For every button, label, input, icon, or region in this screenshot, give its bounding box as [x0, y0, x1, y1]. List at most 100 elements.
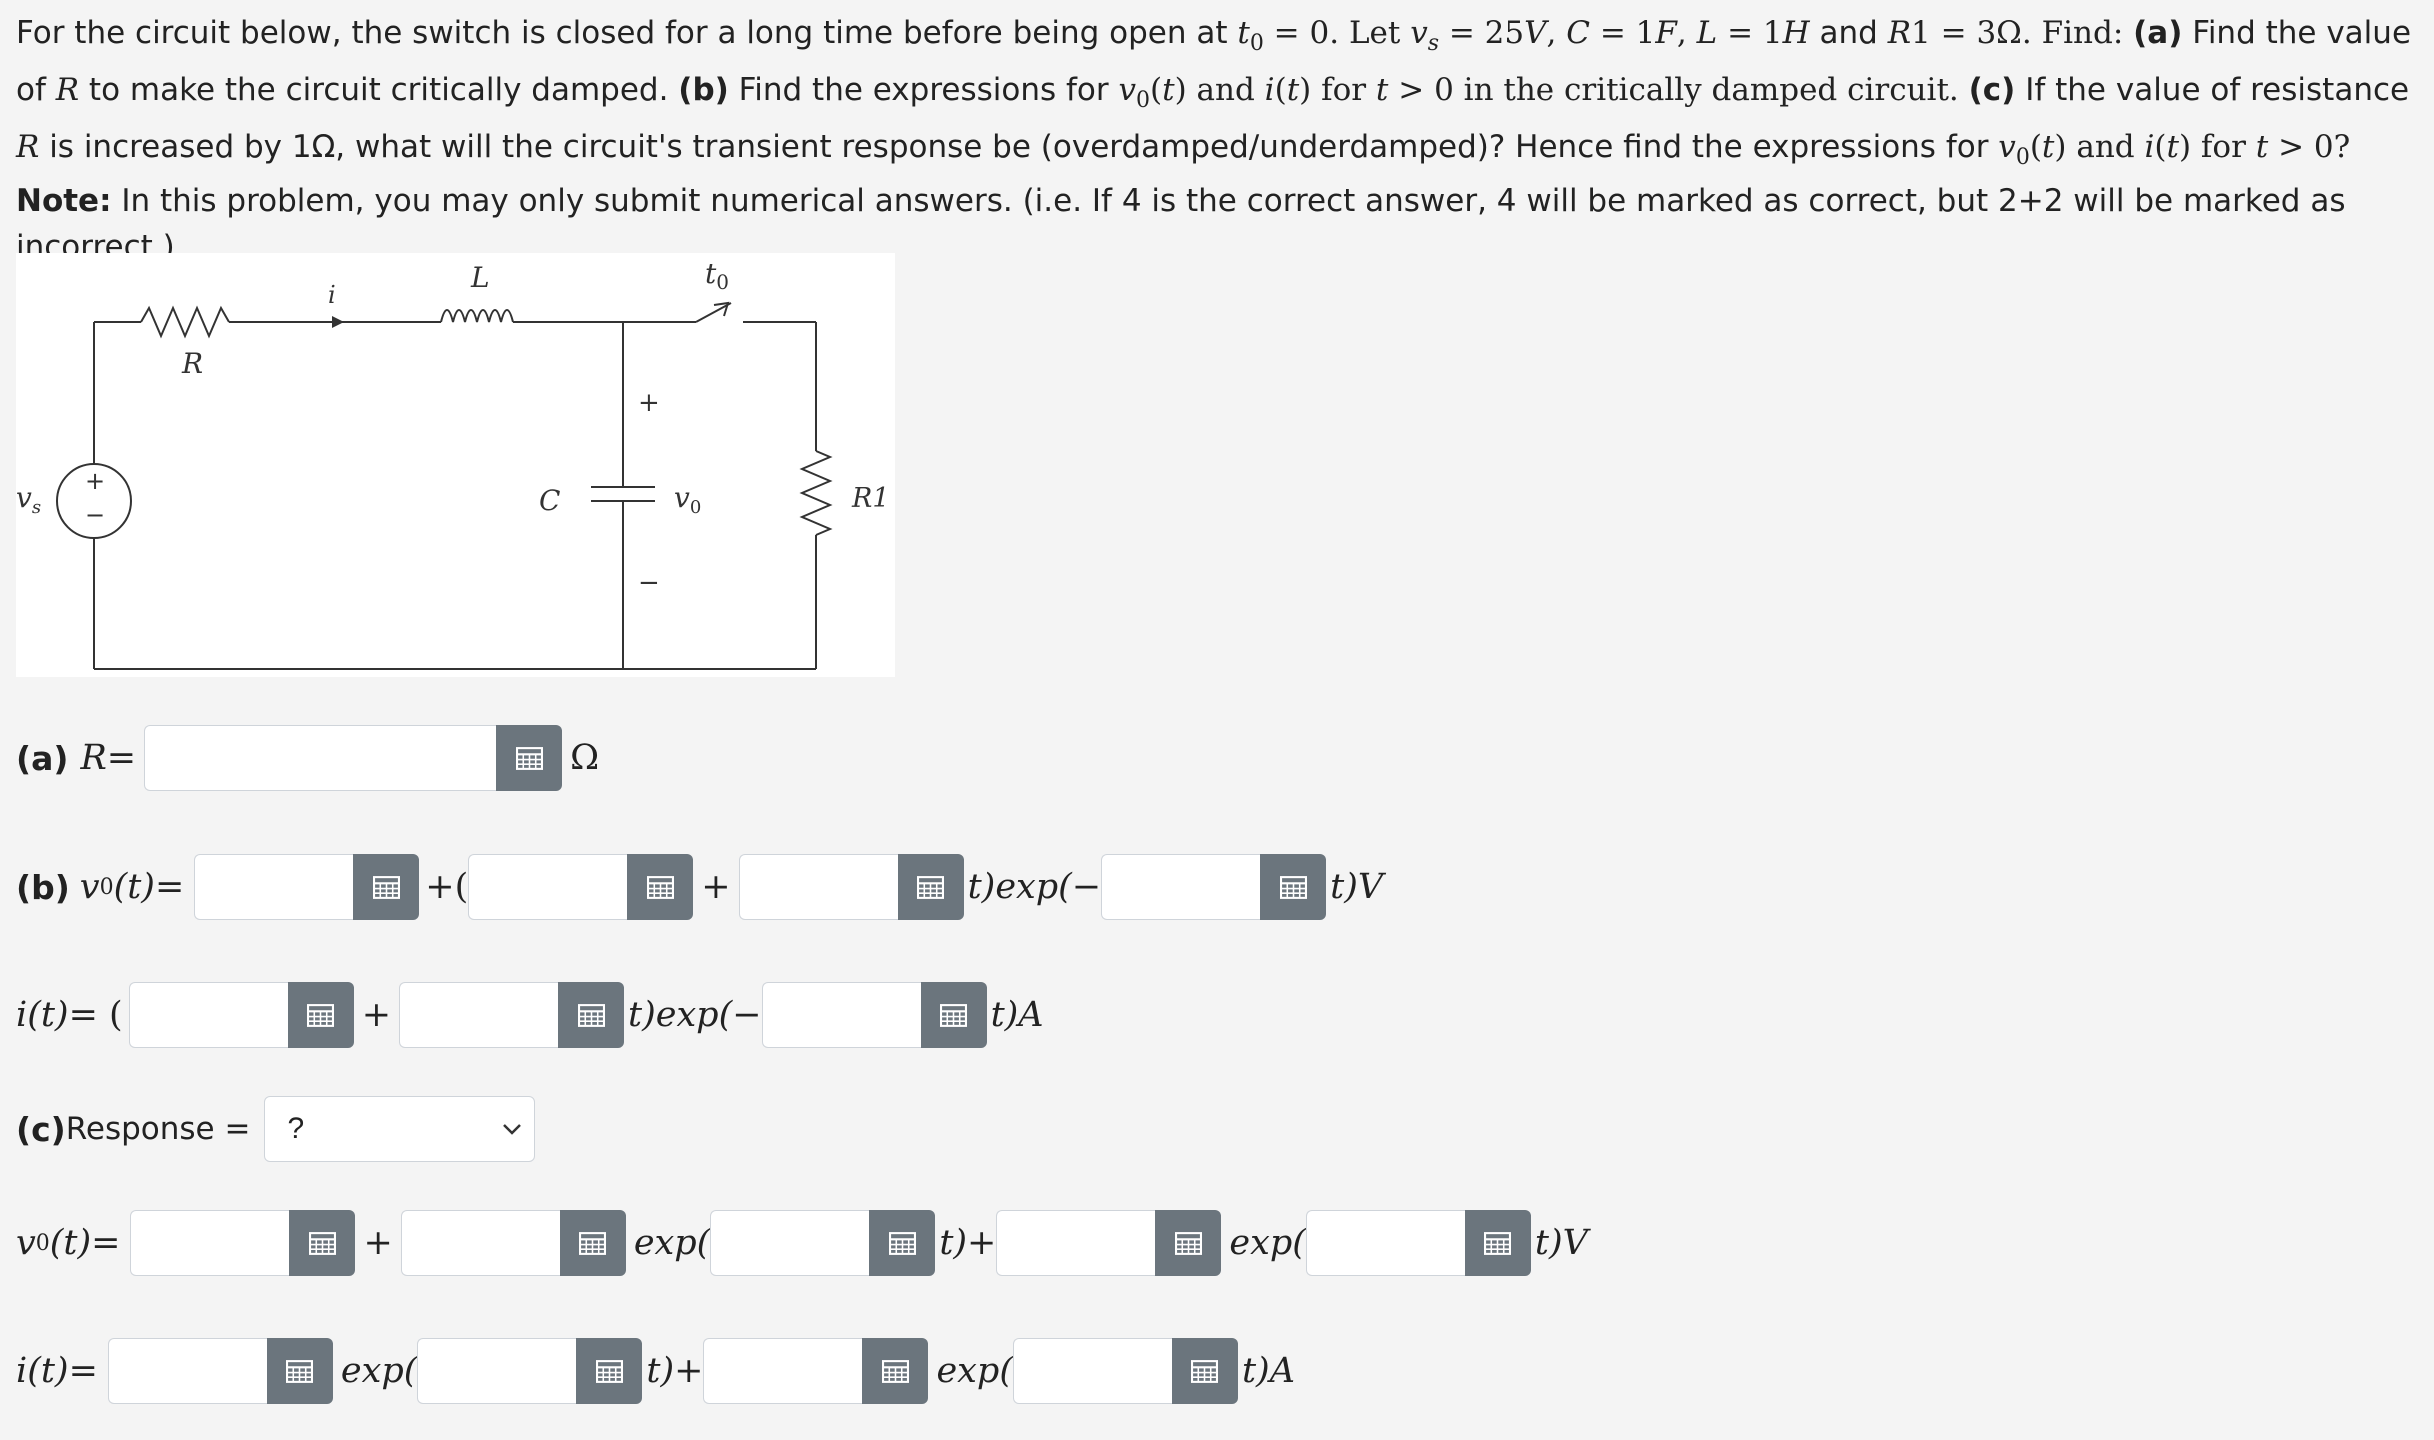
i-alpha-input[interactable] [761, 982, 921, 1048]
ic-b-input[interactable] [703, 1338, 863, 1404]
chevron-down-icon [503, 1124, 522, 1135]
v0c-b-input[interactable] [996, 1210, 1156, 1276]
v0-alpha-input[interactable] [1101, 854, 1261, 920]
input-group [1305, 1210, 1531, 1276]
i-a-input[interactable] [128, 982, 288, 1048]
grid-matrix-icon [889, 1232, 916, 1255]
v0c-s2-input[interactable] [1305, 1210, 1465, 1276]
problem-text: For the circuit below, the switch is clo… [16, 15, 1238, 51]
input-group [468, 854, 694, 920]
input-group [400, 1210, 626, 1276]
part-c-label: (c) [16, 1109, 66, 1149]
problem-text: If the value of resistance [2015, 72, 2410, 109]
math-unit: H [1782, 15, 1810, 51]
math-exp: exp( [340, 1351, 418, 1391]
matrix-button[interactable] [576, 1338, 643, 1404]
grid-matrix-icon [1484, 1232, 1511, 1255]
math-unit: F [1655, 15, 1677, 51]
label-vs-sub: s [32, 497, 41, 518]
matrix-button[interactable] [266, 1338, 333, 1404]
matrix-button[interactable] [558, 982, 625, 1048]
matrix-button[interactable] [353, 854, 420, 920]
matrix-button[interactable] [289, 1210, 356, 1276]
response-selected: ? [287, 1112, 305, 1145]
math-v: v [79, 867, 100, 907]
math-op: +( [425, 867, 469, 907]
v0c-a-input[interactable] [400, 1210, 560, 1276]
matrix-button[interactable] [1260, 854, 1327, 920]
math-i: i [2144, 129, 2155, 166]
label-v0-sub: 0 [690, 497, 701, 518]
matrix-button[interactable] [862, 1338, 929, 1404]
math-t: t [1162, 72, 1175, 109]
ic-a-input[interactable] [107, 1338, 267, 1404]
switch-arrow-icon [713, 301, 730, 317]
math-v: v [1118, 72, 1136, 109]
answer-row-b-i: i(t) = ( + t)exp(− t)A [16, 982, 1044, 1048]
math-eq: = [154, 867, 185, 907]
math-op: t)+ [646, 1351, 704, 1391]
math-eq: = [106, 738, 137, 778]
response-select[interactable]: ? [264, 1096, 536, 1162]
math-exp: t)exp(− [628, 995, 762, 1035]
problem-text: ) for [2178, 129, 2256, 166]
math-sub: 0 [1249, 31, 1264, 57]
math-v: v [16, 1223, 36, 1263]
math-r: R [1887, 15, 1912, 51]
math-unit: V [1524, 15, 1547, 51]
math-unit: t)V [1330, 867, 1384, 907]
problem-statement: For the circuit below, the switch is clo… [16, 10, 2416, 182]
i-b-input[interactable] [399, 982, 559, 1048]
matrix-button[interactable] [1171, 1338, 1238, 1404]
math-sub: 0 [2015, 145, 2030, 171]
problem-text: , [1546, 15, 1567, 51]
problem-text: ) and [2054, 129, 2145, 166]
input-group [1101, 854, 1327, 920]
grid-matrix-icon [286, 1360, 313, 1383]
problem-text: Find the expressions for [728, 72, 1119, 109]
input-group [194, 854, 420, 920]
v0-a-input[interactable] [468, 854, 628, 920]
matrix-button[interactable] [496, 725, 563, 791]
problem-text: = 1 [1717, 15, 1783, 51]
grid-matrix-icon [1280, 876, 1307, 899]
matrix-button[interactable] [869, 1210, 936, 1276]
grid-matrix-icon [1175, 1232, 1202, 1255]
input-group [107, 1338, 333, 1404]
grid-matrix-icon [1191, 1360, 1218, 1383]
input-group-r [144, 725, 563, 791]
math-v: v [1998, 129, 2016, 166]
input-group [703, 1338, 929, 1404]
ic-s2-input[interactable] [1012, 1338, 1172, 1404]
matrix-button[interactable] [287, 982, 354, 1048]
v0c-s1-input[interactable] [710, 1210, 870, 1276]
matrix-button[interactable] [1155, 1210, 1222, 1276]
grid-matrix-icon [940, 1004, 967, 1027]
matrix-button[interactable] [897, 854, 964, 920]
matrix-button[interactable] [559, 1210, 626, 1276]
matrix-button[interactable] [627, 854, 694, 920]
matrix-button[interactable] [920, 982, 987, 1048]
math-unit: t)A [990, 995, 1044, 1035]
math-t: t [2041, 129, 2055, 166]
v0-b-input[interactable] [738, 854, 898, 920]
part-label: (a) [2133, 15, 2183, 51]
response-label: Response = [65, 1111, 251, 1147]
matrix-button[interactable] [1464, 1210, 1531, 1276]
v0-const-input[interactable] [194, 854, 354, 920]
math-op: + [363, 1223, 393, 1263]
math-t: (t) [49, 1223, 92, 1263]
label-v0-main: v [674, 481, 690, 514]
source-plus: + [85, 467, 105, 495]
input-group [1012, 1338, 1238, 1404]
note-label: Note: [16, 183, 112, 219]
v0c-const-input[interactable] [130, 1210, 290, 1276]
voltage-source [56, 463, 132, 539]
math-r: R [16, 129, 40, 166]
input-group [738, 854, 964, 920]
r-input[interactable] [144, 725, 497, 791]
ic-s1-input[interactable] [417, 1338, 577, 1404]
grid-matrix-icon [516, 747, 543, 770]
problem-text: ) for [1299, 72, 1376, 109]
